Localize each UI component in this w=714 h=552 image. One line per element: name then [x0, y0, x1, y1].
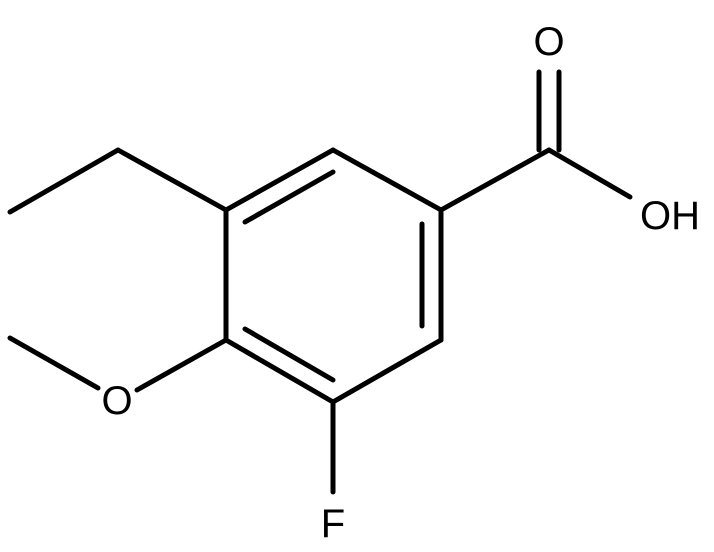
methoxy-group: O [7, 335, 229, 423]
fluorine-label: F [321, 502, 345, 546]
bond-ring-to-methoxy-oxygen [134, 337, 229, 393]
carbonyl-oxygen-label: O [533, 20, 564, 64]
methoxy-oxygen-label: O [101, 379, 132, 423]
ethyl-group [7, 147, 229, 215]
carboxylic-acid-group: O OH [438, 20, 700, 238]
bond-ring-to-carboxyl [438, 147, 552, 213]
bond-carboxyl-to-oh [546, 147, 633, 200]
ring-bond-c2-c3 [330, 147, 444, 213]
hydroxyl-label: OH [640, 194, 700, 238]
bond-methoxy-oxygen-to-methyl [7, 335, 101, 391]
benzene-ring [223, 147, 444, 405]
ring-bond-c1-c2 [223, 147, 336, 213]
bond-ethyl-ch2-ch3 [7, 147, 121, 215]
fluoro-group: F [321, 399, 345, 546]
bond-ring-to-ethyl [115, 147, 229, 213]
ring-bond-c5-c6-inner [242, 326, 336, 383]
ring-bond-c1-c2-inner [242, 169, 336, 225]
ring-bond-c5-c6 [223, 337, 336, 405]
ring-bond-c4-c5 [330, 337, 444, 405]
